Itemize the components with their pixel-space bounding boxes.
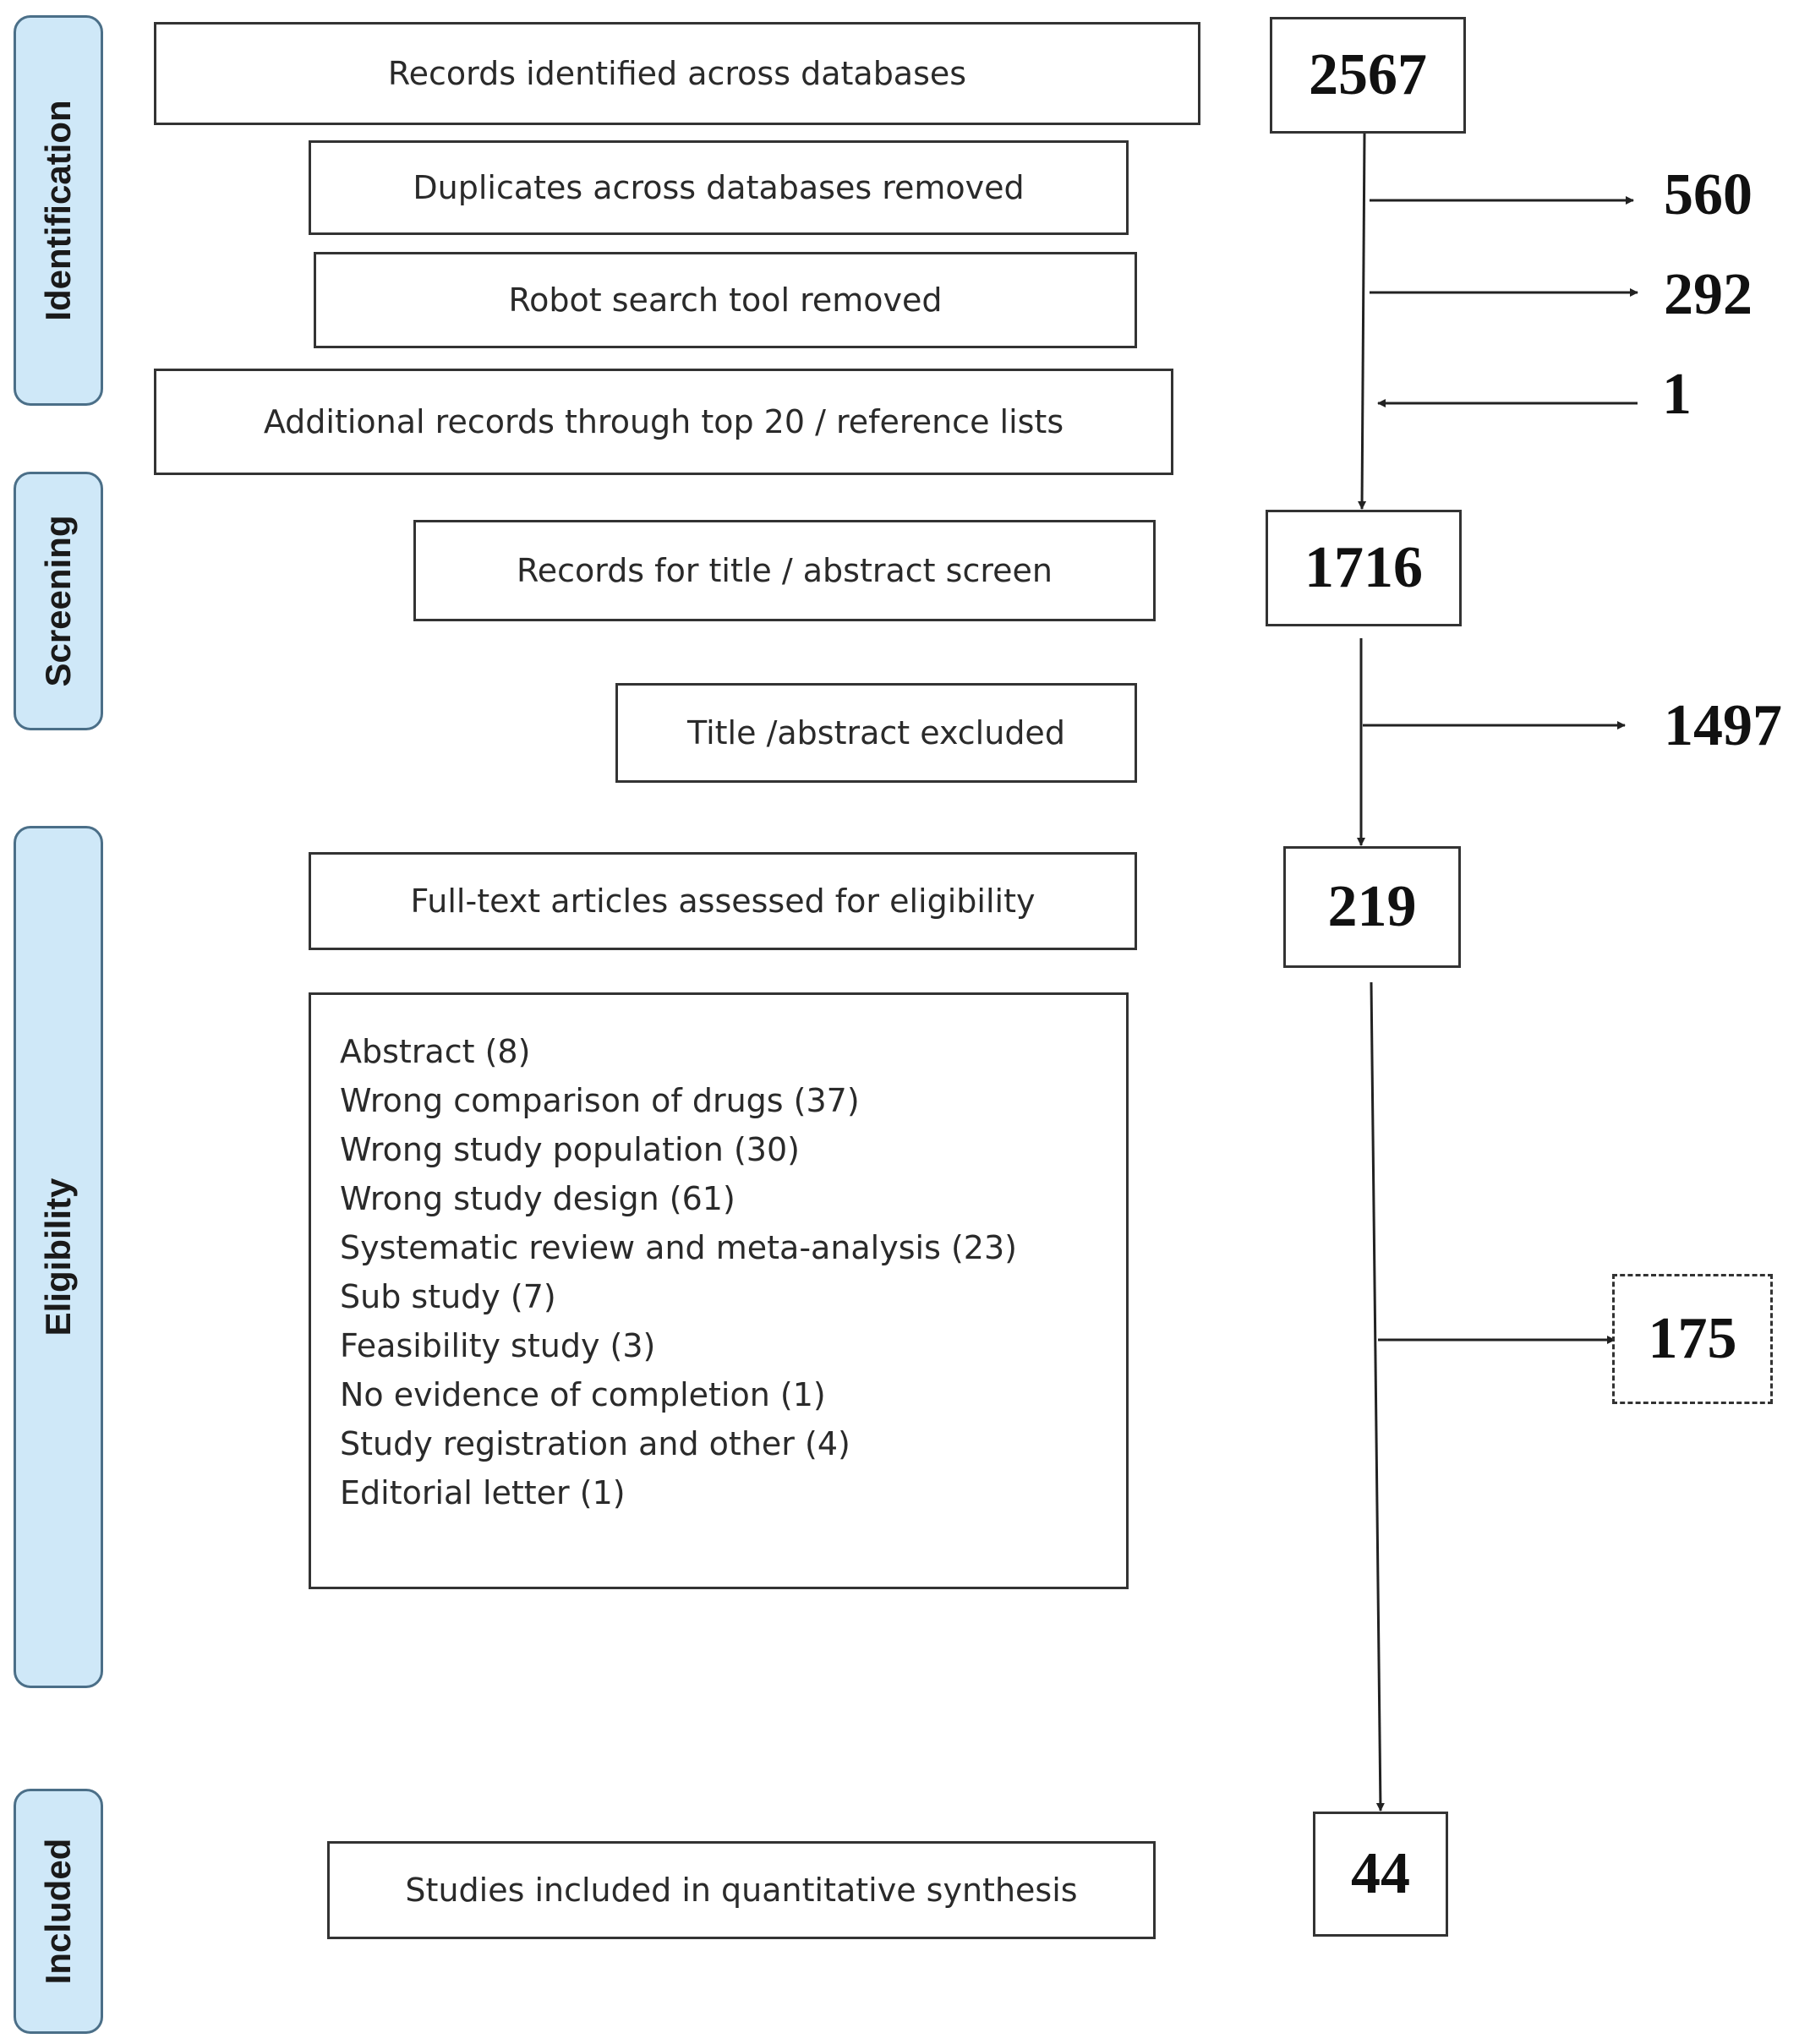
phase-eligibility: Eligibility (14, 826, 103, 1688)
full-text-assessed-box: Full-text articles assessed for eligibil… (309, 852, 1137, 950)
exclusion-reasons-box: Abstract (8) Wrong comparison of drugs (… (309, 992, 1129, 1589)
robot-removed-box: Robot search tool removed (314, 252, 1137, 348)
robot-count: 292 (1664, 262, 1753, 327)
exclusion-reason-item: Editorial letter (1) (340, 1474, 626, 1511)
additional-count: 1 (1662, 362, 1692, 427)
phase-included-label: Included (38, 1838, 78, 1985)
title-abstract-excluded-count: 1497 (1664, 693, 1782, 758)
full-text-count-box: 219 (1283, 846, 1461, 968)
duplicates-removed-box: Duplicates across databases removed (309, 140, 1129, 235)
duplicates-count: 560 (1664, 162, 1753, 227)
screened-count-box: 1716 (1266, 510, 1462, 626)
title-abstract-excluded-box: Title /abstract excluded (615, 683, 1137, 783)
exclusion-reason-item: Systematic review and meta-analysis (23) (340, 1229, 1017, 1266)
exclusion-reason-item: Wrong study design (61) (340, 1180, 735, 1217)
studies-included-box: Studies included in quantitative synthes… (327, 1841, 1156, 1939)
exclusion-reason-item: Sub study (7) (340, 1278, 556, 1315)
included-count-box: 44 (1313, 1812, 1448, 1937)
records-identified-box: Records identified across databases (154, 22, 1200, 125)
identified-count-box: 2567 (1270, 17, 1466, 134)
exclusion-reason-item: Wrong comparison of drugs (37) (340, 1082, 860, 1119)
arrow-219-to-44 (1370, 981, 1385, 1812)
full-text-excluded-count-box: 175 (1612, 1274, 1773, 1404)
exclusion-reason-item: Abstract (8) (340, 1033, 531, 1070)
exclusion-reason-item: No evidence of completion (1) (340, 1376, 826, 1413)
exclusion-reason-item: Feasibility study (3) (340, 1327, 656, 1364)
exclusion-reason-item: Study registration and other (4) (340, 1425, 850, 1462)
phase-screening: Screening (14, 472, 103, 730)
phase-eligibility-label: Eligibility (38, 1178, 78, 1336)
phase-included: Included (14, 1789, 103, 2034)
phase-screening-label: Screening (38, 515, 78, 687)
title-abstract-screen-box: Records for title / abstract screen (413, 520, 1156, 621)
additional-records-box: Additional records through top 20 / refe… (154, 369, 1173, 475)
phase-identification: Identification (14, 15, 103, 406)
phase-identification-label: Identification (38, 100, 78, 321)
arrow-2567-to-1716 (1358, 133, 1367, 510)
exclusion-reason-item: Wrong study population (30) (340, 1131, 800, 1168)
